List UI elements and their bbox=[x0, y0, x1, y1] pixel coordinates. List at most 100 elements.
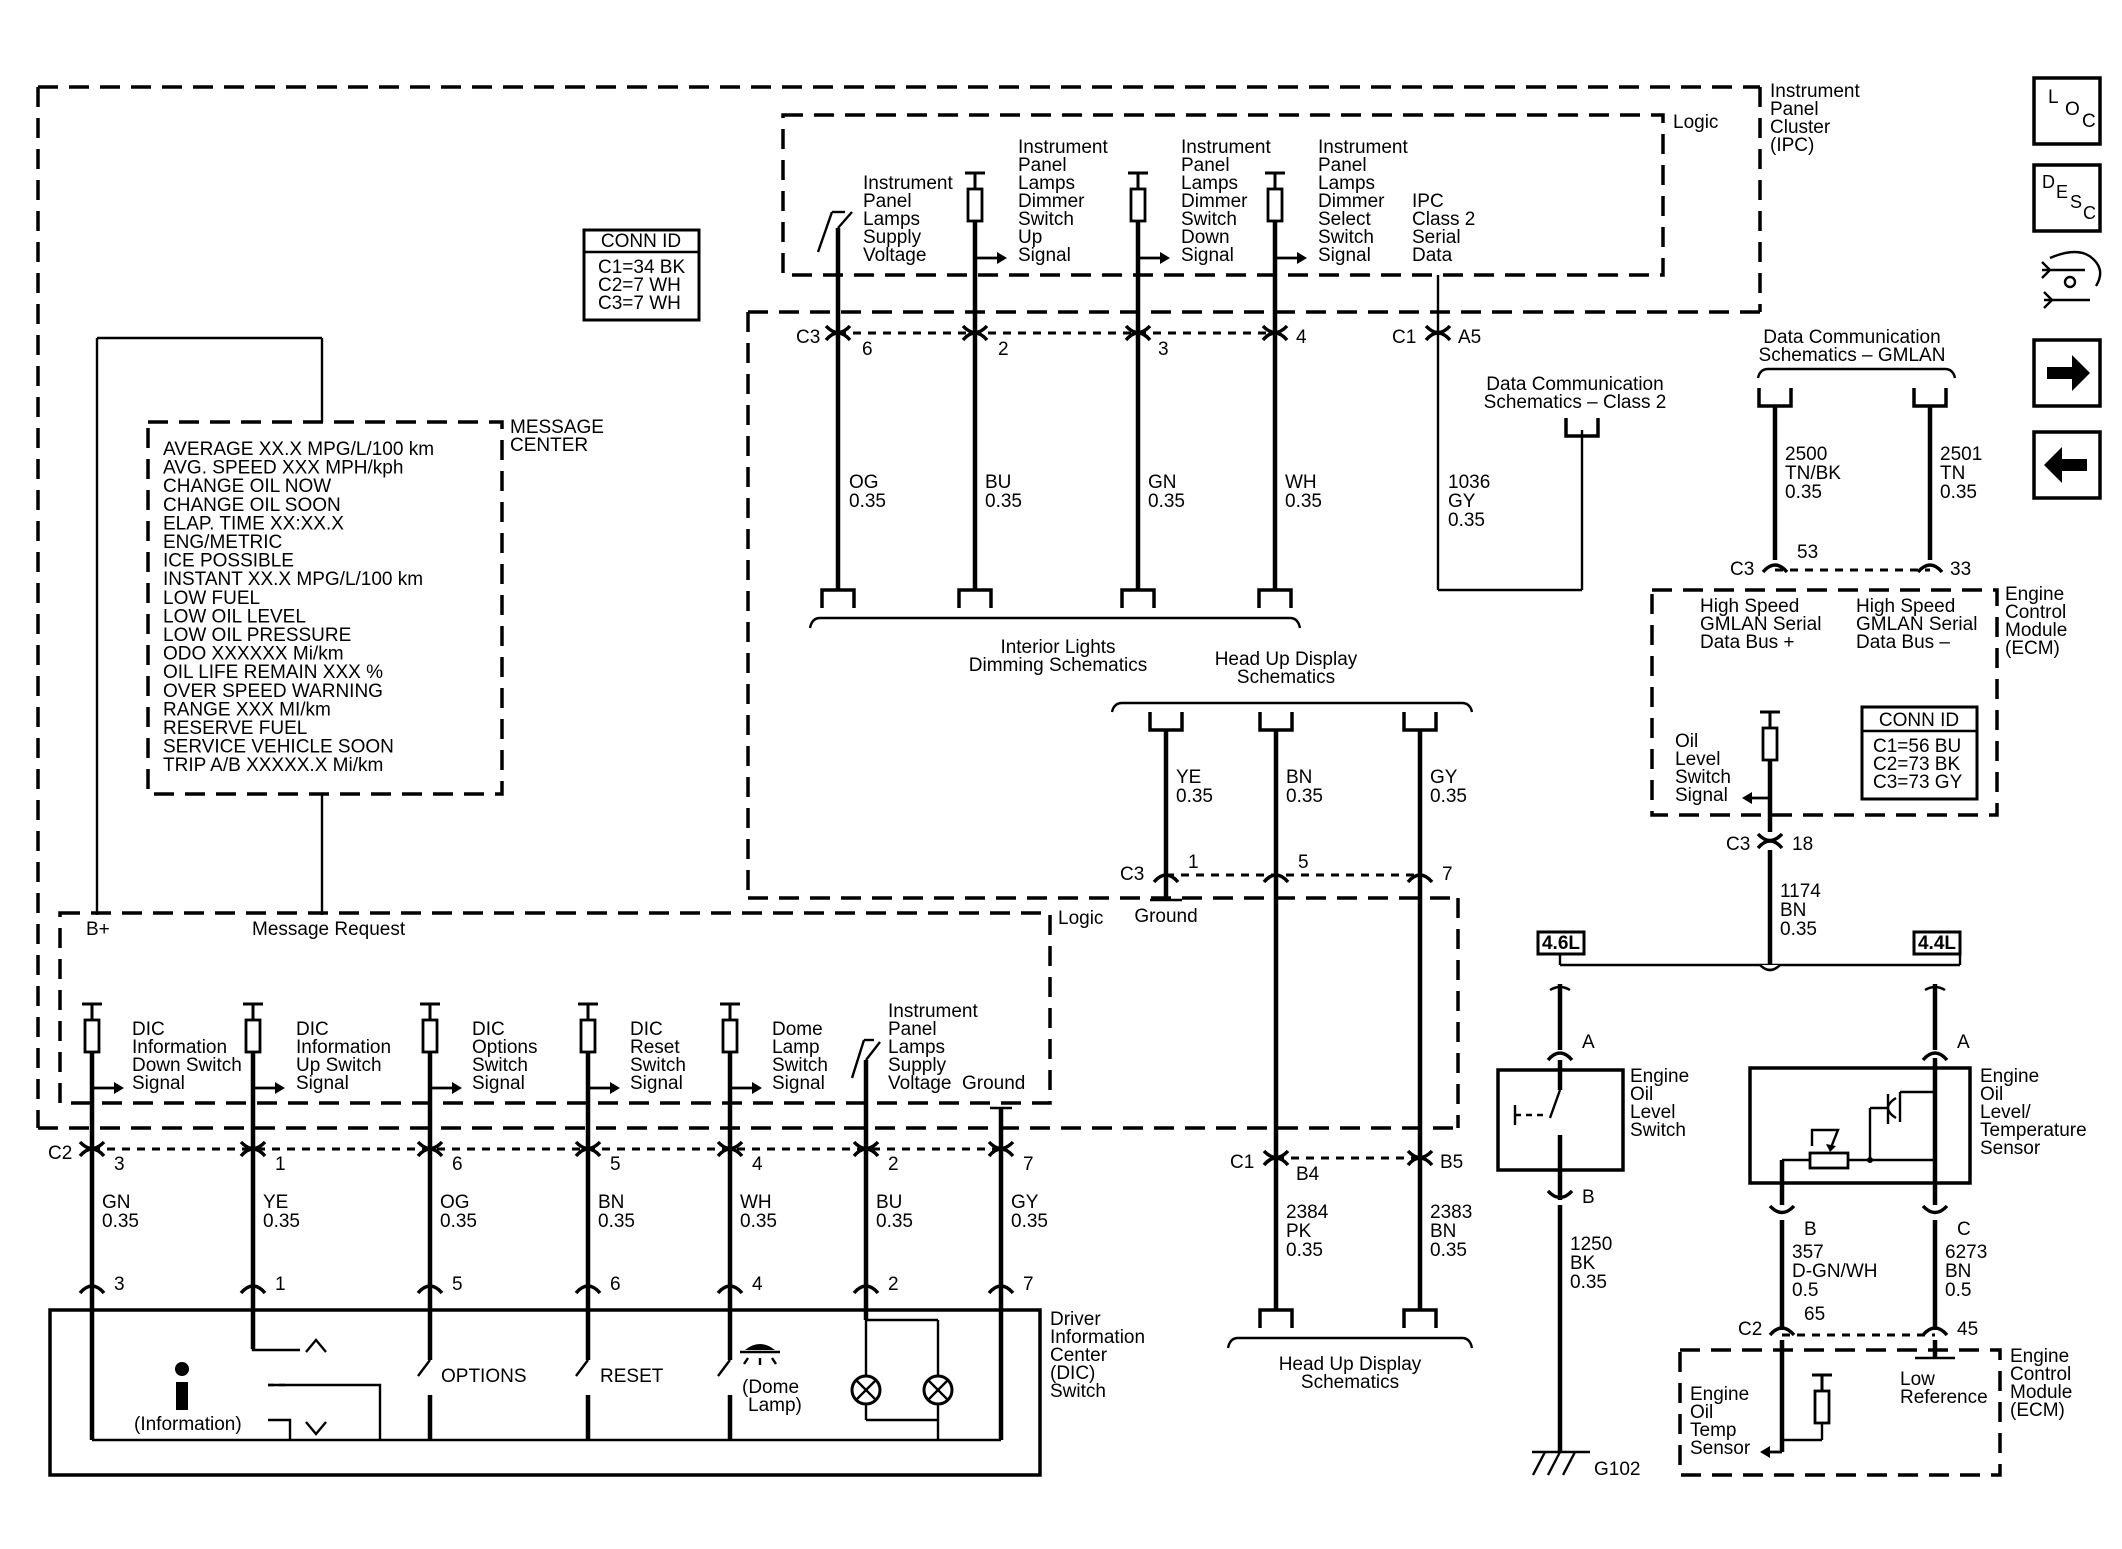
oil-sensor-box bbox=[1748, 1066, 1972, 1185]
pin-b-sensor: B bbox=[1804, 1219, 1817, 1240]
oil-sensor-internals bbox=[1779, 1058, 1938, 1205]
ipc-logic-box bbox=[781, 113, 1665, 277]
conn-id-ipc-title: CONN ID bbox=[601, 231, 681, 252]
conn-id-ipc bbox=[582, 228, 701, 322]
connectors-c1-hud bbox=[1262, 1149, 1434, 1167]
connectors-dic-switch bbox=[78, 1284, 1015, 1295]
dic-upper-pin: 5 bbox=[610, 1154, 621, 1175]
dic-lower-pin: 2 bbox=[888, 1274, 899, 1295]
pin-3-top: 3 bbox=[1158, 339, 1169, 360]
conn-id-ecm-1: C1=56 BU bbox=[1873, 736, 1961, 757]
desc-d: D bbox=[2042, 172, 2055, 192]
ipc-label: Instrument Panel Cluster (IPC) bbox=[1770, 81, 1865, 156]
conn-c3-hud: C3 bbox=[1120, 864, 1144, 885]
pin-45: 45 bbox=[1957, 1319, 1978, 1340]
desc-button[interactable]: D E S C bbox=[2032, 163, 2102, 233]
message-item: AVERAGE XX.X MPG/L/100 km bbox=[163, 439, 434, 460]
pin-a-sensor: A bbox=[1957, 1032, 1970, 1053]
loc-button[interactable]: L O C bbox=[2032, 76, 2102, 146]
logic-dic-label: Logic bbox=[1058, 908, 1103, 929]
conn-c3-18-label: C3 bbox=[1726, 834, 1750, 855]
message-item: LOW OIL PRESSURE bbox=[163, 625, 351, 646]
dic-upper-pin: 3 bbox=[114, 1154, 125, 1175]
message-item: RANGE XXX MI/km bbox=[163, 699, 331, 720]
message-center-box bbox=[146, 420, 504, 796]
b-plus-label: B+ bbox=[86, 919, 110, 940]
dic-upper-pin: 6 bbox=[452, 1154, 463, 1175]
oil-level-switch-symbol bbox=[1513, 1060, 1563, 1200]
ipc-label-1: Instrument bbox=[1770, 81, 1860, 102]
next-button[interactable] bbox=[2032, 338, 2102, 408]
pin-2-top: 2 bbox=[998, 339, 1009, 360]
conn-c2-dic: C2 bbox=[48, 1143, 72, 1164]
dic-lower-pin: 4 bbox=[752, 1274, 763, 1295]
dic-supply-switch-symbol bbox=[850, 1038, 881, 1160]
pin-1-hud: 1 bbox=[1188, 852, 1199, 873]
pin-53: 53 bbox=[1797, 542, 1818, 563]
message-item: LOW OIL LEVEL bbox=[163, 606, 306, 627]
dic-lower-pin: 7 bbox=[1023, 1274, 1034, 1295]
conn-c-sensor bbox=[1921, 1204, 1949, 1215]
dic-ground-symbol bbox=[990, 1106, 1012, 1150]
conn-id-ecm-title: CONN ID bbox=[1879, 710, 1959, 731]
dic-lower-pin: 1 bbox=[275, 1274, 286, 1295]
message-center-wires bbox=[95, 336, 324, 915]
message-item: SERVICE VEHICLE SOON bbox=[163, 737, 394, 758]
ipc-supply-switch-symbol bbox=[816, 210, 853, 325]
pin-a5: A5 bbox=[1458, 327, 1481, 348]
desc-e: E bbox=[2056, 182, 2068, 202]
loc-l: L bbox=[2048, 87, 2059, 108]
hud-bottom-brackets bbox=[1226, 1308, 1474, 1349]
dic-switch-internals bbox=[92, 1318, 1001, 1442]
message-item: AVG. SPEED XXX MPH/kph bbox=[163, 458, 403, 479]
pin-b5: B5 bbox=[1440, 1152, 1463, 1173]
message-item: ODO XXXXXX Mi/km bbox=[163, 644, 344, 665]
component-view-icon[interactable] bbox=[2041, 250, 2102, 309]
dic-upper-pin: 7 bbox=[1023, 1154, 1034, 1175]
pin-4-top: 4 bbox=[1296, 327, 1307, 348]
conn-id-ecm bbox=[1860, 705, 1979, 801]
pin-a-switch: A bbox=[1582, 1032, 1595, 1053]
pin-7-hud: 7 bbox=[1442, 864, 1453, 885]
dic-lower-pin: 6 bbox=[610, 1274, 621, 1295]
dic-information-label: (Information) bbox=[134, 1414, 242, 1435]
message-item: CHANGE OIL NOW bbox=[163, 476, 331, 497]
conn-id-ecm-3: C3=73 GY bbox=[1873, 772, 1963, 793]
message-item: LOW FUEL bbox=[163, 588, 260, 609]
message-item: OVER SPEED WARNING bbox=[163, 681, 383, 702]
desc-s: S bbox=[2070, 192, 2082, 212]
engine-46l: 4.6L bbox=[1542, 933, 1580, 954]
conn-c2-ecm: C2 bbox=[1738, 1319, 1762, 1340]
prev-button[interactable] bbox=[2032, 430, 2102, 500]
conn-c3-18 bbox=[1756, 832, 1784, 850]
message-item: OIL LIFE REMAIN XXX % bbox=[163, 662, 383, 683]
pin-33: 33 bbox=[1950, 559, 1971, 580]
ipc-outline bbox=[36, 85, 1762, 1130]
